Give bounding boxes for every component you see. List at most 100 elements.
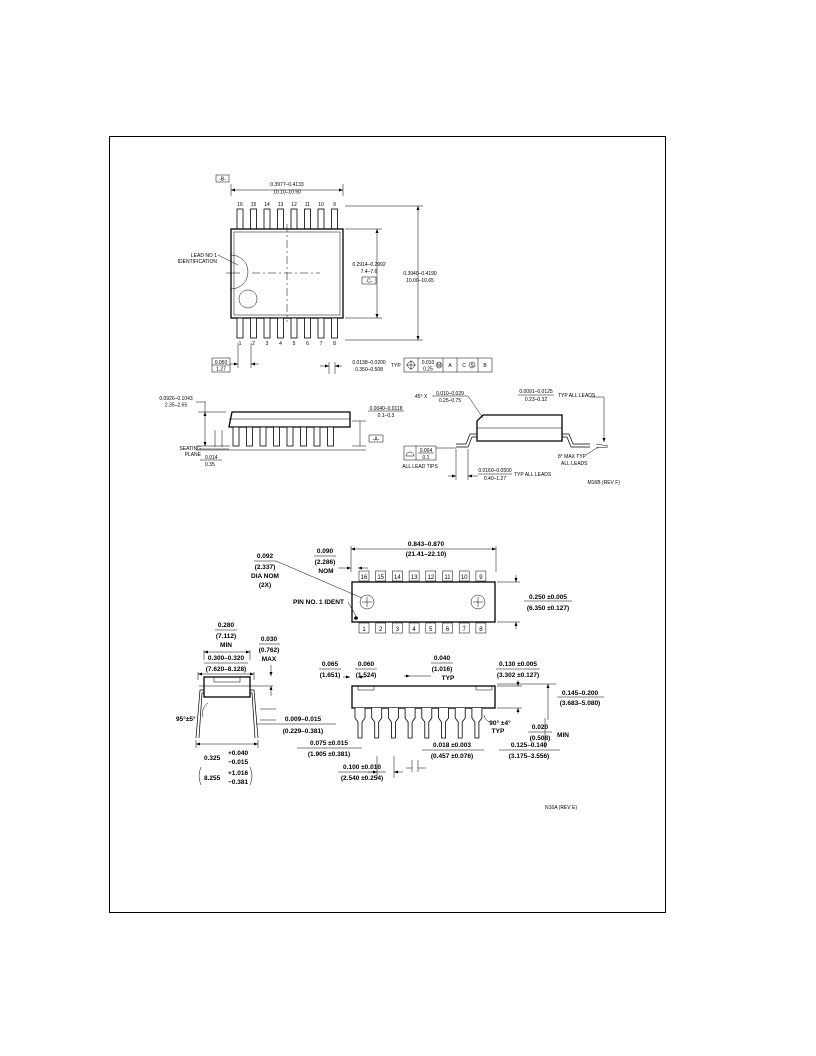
d-in: 0.130 ±0.005: [499, 661, 537, 668]
standoff-in: 0.0040–0.0118: [370, 406, 403, 412]
soic-top-pin-number: 15: [251, 202, 257, 208]
soic-pin: [250, 317, 257, 339]
dip-top-pin-number: 15: [377, 575, 384, 581]
soic-top-pin-number: 10: [318, 202, 324, 208]
soic-top-pin-number: 13: [278, 202, 284, 208]
soic-revision: M16B (REV F): [587, 480, 620, 486]
soic-pin: [290, 317, 298, 339]
soic-bottom-pin-number: 2: [252, 341, 255, 347]
c-in: 0.040: [434, 655, 451, 662]
soic-side-lead: [286, 426, 294, 447]
pin1-ident: PIN NO. 1 IDENT: [293, 599, 344, 606]
pitch-mm: 1.27: [216, 367, 226, 373]
j-mm: (2.540 ±0.254): [341, 775, 383, 782]
dip-bottom-pin-number: 8: [479, 627, 483, 633]
datum-c: -C-: [366, 279, 373, 285]
soic-bottom-pin-number: 6: [306, 341, 309, 347]
dip-length-in: 0.843–0.870: [408, 541, 445, 548]
i-in: 0.125–0.140: [511, 742, 548, 749]
total-width-mm: 10.00–10.65: [406, 278, 434, 284]
coplanarity-mm: 0.1: [423, 455, 430, 461]
i-mm: (3.175–3.556): [509, 753, 549, 760]
pitch-in: 0.050: [215, 360, 228, 366]
angle-95: 95°±5°: [176, 715, 196, 723]
dia-2x: (2X): [259, 582, 271, 589]
g-mm: (1.905 ±0.381): [308, 751, 350, 758]
dip-width-mm: (6.350 ±0.127): [527, 605, 569, 612]
dip-top-pin-number: 10: [461, 575, 468, 581]
fcf-tolerance-in: 0.010: [422, 360, 435, 366]
soic-top-pin-number: 14: [264, 202, 270, 208]
chamfer-in: 0.010–0.029: [436, 391, 464, 397]
dip-side-lead: [354, 708, 366, 739]
lead-width-in: 0.0138–0.0200: [352, 360, 386, 366]
lead-min-mm: 0.35: [205, 462, 215, 468]
dip-side-lead: [388, 708, 399, 739]
e-mm: (3.683–5.080): [560, 700, 600, 707]
a-in: 0.065: [322, 661, 339, 668]
soic-pin: [304, 208, 311, 230]
lead-min-in: 0.014: [205, 455, 218, 461]
dip-side-lead: [438, 708, 449, 739]
datum-a: -A-: [373, 437, 380, 443]
dip-side-leads: [354, 708, 483, 739]
dip-bottom-pin-number: 7: [463, 627, 467, 633]
dip-end-body: [203, 676, 251, 698]
dip-side-lead: [421, 708, 433, 739]
spread-in: 0.325: [204, 755, 221, 762]
thick-mm: (0.229–0.381): [283, 728, 323, 735]
dip-bottom-pin-box: [425, 622, 437, 634]
dip-width-in: 0.250 ±0.005: [529, 594, 567, 601]
soic-bottom-pin-number: 8: [333, 341, 336, 347]
soic-side-lead: [313, 426, 321, 447]
body-width-in: 0.2914–0.2992: [352, 262, 386, 268]
dip-bottom-pin-number: 2: [379, 627, 383, 633]
a-mm: (1.651): [320, 672, 341, 679]
dip-bottom-pin-number: 1: [362, 627, 366, 633]
soic-top-pin-number: 11: [305, 202, 310, 208]
pin1-dot: [354, 616, 358, 620]
soic-pin: [277, 317, 284, 339]
dip-bottom-pin-box: [392, 622, 403, 634]
soic-side-lead: [300, 426, 307, 447]
datum-b: -B-: [219, 177, 226, 183]
foot-in: 0.0160–0.0500: [478, 468, 512, 474]
dip-top-pin-box: [425, 570, 437, 582]
soic-side-lead: [327, 426, 334, 447]
angle-all-leads: ALL LEADS: [561, 461, 588, 467]
height-mm: 2.35–2.65: [165, 403, 187, 409]
dip-side-view: 0.065 (1.651) 0.060 (1.524) 0.040 (1.016…: [297, 655, 604, 811]
height-in: 0.0926–0.1043: [159, 396, 193, 402]
foot-mm: 0.40–1.27: [484, 476, 506, 482]
thick-in: 0.009–0.015: [285, 716, 322, 723]
angle-90: 90° ±4°: [489, 719, 511, 727]
dip-top-pin-box: [475, 570, 487, 582]
span-mm: (7.620–8.128): [206, 666, 246, 673]
shoulder-max: MAX: [262, 656, 277, 663]
span-in: 0.300–0.320: [208, 655, 245, 662]
soic-side-leads: [232, 426, 334, 447]
soic-pin: [236, 317, 244, 339]
soic-pin: [263, 317, 271, 339]
dip-ident-left: [359, 594, 375, 610]
lead-thickness-mm: 0.23–0.32: [525, 397, 547, 403]
dip-bottom-pin-box: [358, 622, 370, 634]
dip-bottom-pin-box: [408, 622, 420, 634]
soic-end-view: 45° X 0.010–0.029 0.25–0.75 0.0091–0.012…: [402, 389, 620, 486]
dip-top-pin-number: 11: [444, 575, 451, 581]
spread-tol-in-minus: −0.015: [228, 759, 248, 766]
seating-plane-2: PLANE: [185, 452, 202, 458]
dip-end-view: 0.280 (7.112) MIN 0.030 (0.762) MAX 0.30…: [176, 622, 336, 786]
dip-side-lead: [404, 708, 416, 739]
spread-tol-mm-plus: +1.016: [228, 770, 248, 777]
nom-label: NOM: [318, 568, 333, 575]
dia-nom: DIA NOM: [251, 573, 279, 580]
lead-thickness-in: 0.0091–0.0125: [519, 389, 553, 395]
dip-bottom-pin-box: [375, 622, 386, 634]
body-width-mm: 7.4–7.6: [361, 269, 378, 275]
f-in: 0.020: [532, 724, 549, 731]
dip-bottom-pin-box: [475, 622, 487, 634]
soic-top-pin-number: 9: [333, 202, 336, 208]
